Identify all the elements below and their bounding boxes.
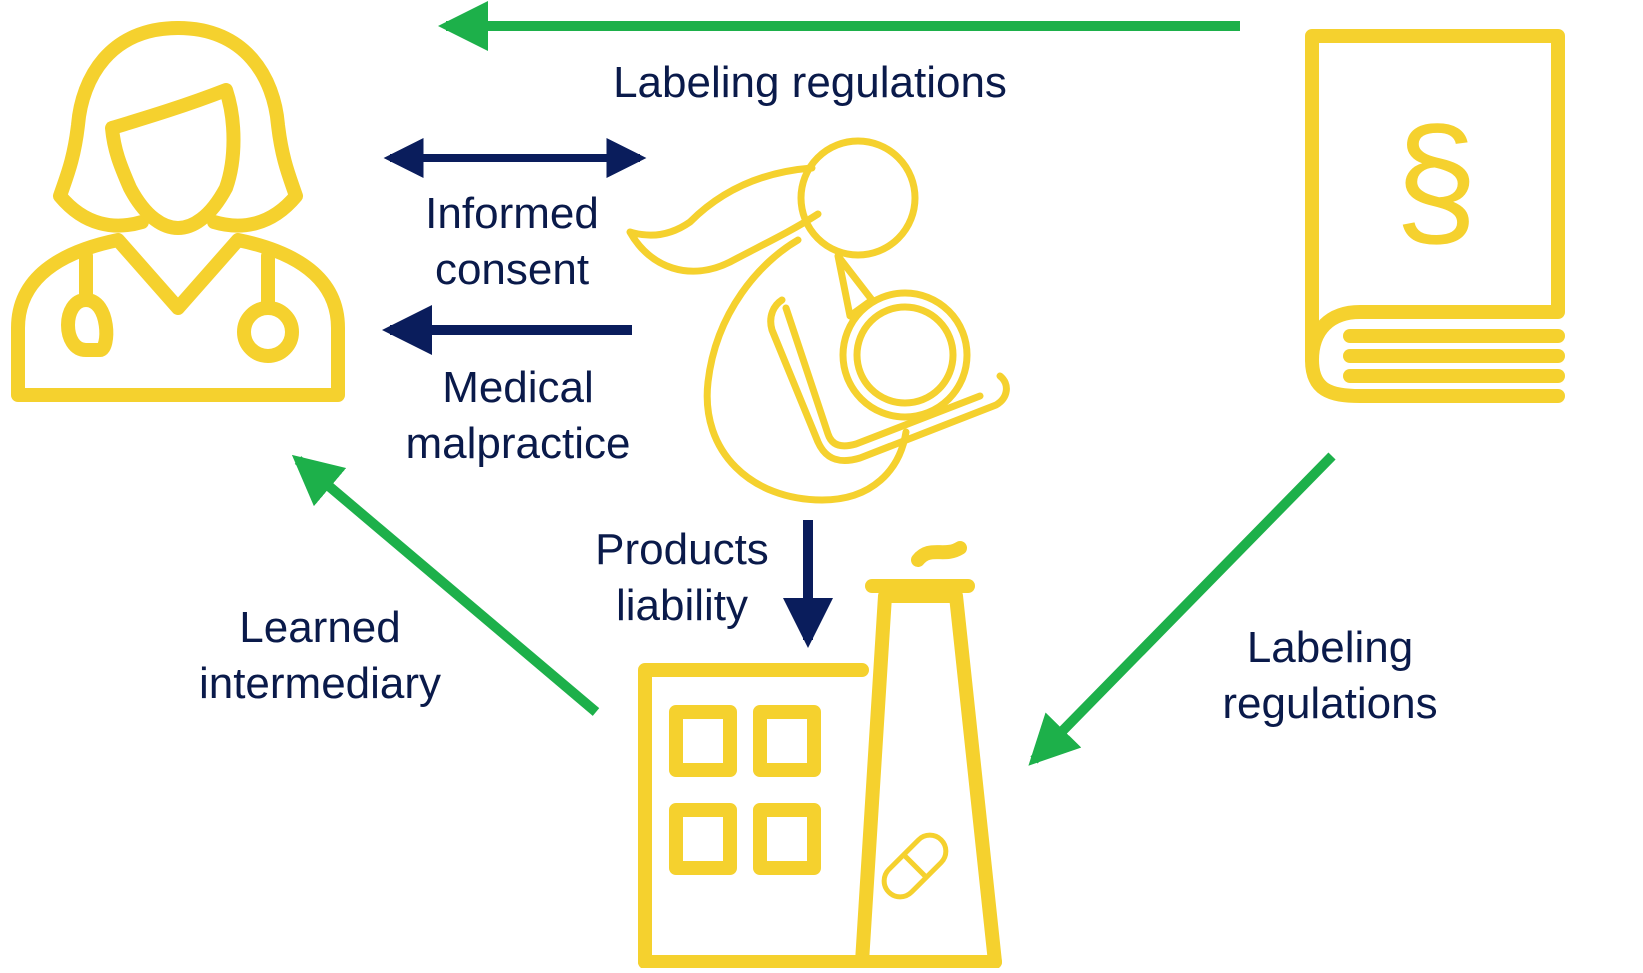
label-line: liability (615, 581, 749, 630)
label-line: intermediary (198, 659, 442, 708)
label-line: Labeling (1246, 623, 1414, 672)
label-informed-consent: Informed consent (382, 186, 642, 298)
label-line: Informed (425, 189, 599, 238)
label-line: Labeling regulations (613, 58, 1007, 107)
label-line: consent (434, 245, 590, 294)
law-book-icon (1305, 29, 1565, 403)
label-products-liability: Products liability (572, 522, 792, 634)
arrow-labeling-right (1028, 452, 1336, 766)
label-labeling-regulations-top: Labeling regulations (560, 55, 1060, 111)
arrow-learned-intermediary (291, 454, 600, 716)
section-symbol: § (1394, 96, 1477, 264)
pharma-factory-icon (638, 541, 1002, 969)
label-medical-malpractice: Medical malpractice (378, 360, 658, 472)
doctor-icon (11, 21, 345, 402)
pill-icon (881, 832, 949, 900)
label-line: Products (595, 525, 769, 574)
label-labeling-regulations-right: Labeling regulations (1190, 620, 1470, 732)
breastfeeding-mother-icon (626, 137, 1010, 504)
label-line: regulations (1222, 679, 1438, 728)
label-line: Learned (239, 603, 401, 652)
label-line: malpractice (405, 419, 631, 468)
label-line: Medical (442, 363, 594, 412)
label-learned-intermediary: Learned intermediary (180, 600, 460, 712)
